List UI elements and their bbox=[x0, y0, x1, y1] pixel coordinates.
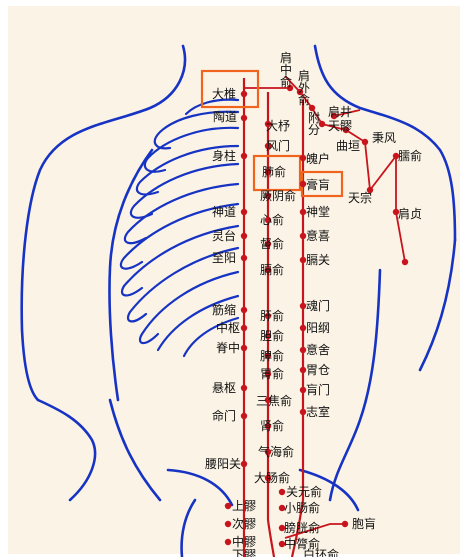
acupoint-dot bbox=[402, 259, 408, 265]
acupoint-dot bbox=[279, 489, 285, 495]
label-jianjing: 肩井 bbox=[328, 104, 352, 119]
acupoint-dot bbox=[241, 345, 247, 351]
label-quyuan: 曲垣 bbox=[336, 139, 360, 153]
label-pohu: 魄户 bbox=[306, 151, 330, 166]
label-shentang: 神堂 bbox=[306, 205, 330, 219]
label-tianzong: 天宗 bbox=[348, 190, 372, 205]
label-huangmen: 肓门 bbox=[306, 382, 330, 397]
label-baohuang: 胞肓 bbox=[352, 516, 376, 531]
label-dachangshu: 大肠俞 bbox=[254, 470, 290, 485]
label-mingmen: 命门 bbox=[212, 408, 236, 423]
acupoint-dot bbox=[241, 325, 247, 331]
label-weicang: 胃仓 bbox=[306, 363, 330, 377]
acupoint-dot bbox=[225, 539, 231, 545]
label-fufen-2: 分 bbox=[308, 123, 320, 137]
label-geguan: 膈关 bbox=[306, 253, 330, 267]
acupoint-dot bbox=[241, 115, 247, 121]
label-lingtai: 灵台 bbox=[212, 228, 236, 243]
label-shenshu: 肾俞 bbox=[260, 418, 284, 433]
label-tianliao: 天髎 bbox=[328, 119, 352, 133]
acupoint-dot bbox=[362, 139, 368, 145]
label-yishe: 意舍 bbox=[306, 342, 330, 357]
acupoint-dot bbox=[241, 307, 247, 313]
label-feishu: 肺俞 bbox=[262, 164, 286, 179]
label-yaoyangguan: 腰阳关 bbox=[205, 457, 241, 471]
label-jinsuo: 筋缩 bbox=[212, 302, 236, 317]
acupoint-dot bbox=[241, 385, 247, 391]
label-zhongliao: 中髎 bbox=[232, 534, 256, 549]
label-taodao: 陶道 bbox=[213, 109, 237, 124]
label-yixi: 意喜 bbox=[306, 228, 330, 243]
label-zhishi: 志室 bbox=[306, 404, 330, 419]
label-shendao: 神道 bbox=[212, 205, 236, 219]
label-yanggang: 阳纲 bbox=[306, 321, 330, 335]
acupoint-dot bbox=[241, 461, 247, 467]
label-dazhui: 大椎 bbox=[212, 86, 236, 101]
label-baihuanshu: 白环俞 bbox=[303, 547, 339, 557]
acupoint-dot bbox=[225, 503, 231, 509]
label-jianzhongshu-3: 俞 bbox=[280, 74, 292, 89]
label-hunmen: 魂门 bbox=[306, 298, 330, 313]
label-guanyuanshu: 关元俞 bbox=[286, 484, 322, 499]
label-shangliao: 上髎 bbox=[232, 499, 256, 513]
label-danshu: 胆俞 bbox=[260, 328, 284, 343]
label-weishu: 胃俞 bbox=[260, 366, 284, 381]
label-dazhu: 大杼 bbox=[266, 118, 290, 133]
label-naoshu: 臑俞 bbox=[398, 148, 422, 163]
acupoint-dot bbox=[241, 233, 247, 239]
label-ciliao: 次髎 bbox=[232, 517, 256, 531]
label-pishu: 脾俞 bbox=[260, 348, 284, 363]
acupoint-dot bbox=[241, 91, 247, 97]
label-pangguangshu: 膀胱俞 bbox=[284, 520, 320, 535]
acupoint-dot bbox=[241, 255, 247, 261]
label-zhongshu: 中枢 bbox=[216, 320, 240, 335]
label-bingfeng: 秉风 bbox=[372, 131, 396, 145]
acupoint-dot bbox=[342, 521, 348, 527]
label-dushu: 督俞 bbox=[260, 236, 284, 251]
label-geshu: 膈俞 bbox=[260, 262, 284, 277]
label-jianzhen: 肩贞 bbox=[398, 206, 422, 221]
acupoint-dot bbox=[225, 521, 231, 527]
label-ganshu: 肝俞 bbox=[260, 308, 284, 323]
label-jizhong: 脊中 bbox=[216, 340, 240, 355]
label-qihaishu: 气海俞 bbox=[258, 444, 294, 459]
acupoint-dot bbox=[241, 413, 247, 419]
label-sanjiaoshu: 三焦俞 bbox=[256, 393, 292, 408]
label-xuanshu: 悬枢 bbox=[212, 380, 236, 395]
label-zhiyang: 至阳 bbox=[212, 251, 236, 265]
label-gaohuang: 膏肓 bbox=[306, 177, 330, 192]
label-xinshu: 心俞 bbox=[260, 212, 284, 227]
label-xiaochangshu: 小肠俞 bbox=[284, 500, 320, 515]
label-jueyinshu: 厥阴俞 bbox=[260, 188, 296, 203]
label-shenzhu: 身柱 bbox=[212, 148, 236, 163]
label-xialiao: 下髎 bbox=[232, 548, 256, 557]
acupoint-dot bbox=[241, 153, 247, 159]
acupoint-dot bbox=[241, 209, 247, 215]
label-jianwaishu-3: 俞 bbox=[298, 92, 310, 107]
label-fengmen: 风门 bbox=[266, 138, 290, 153]
